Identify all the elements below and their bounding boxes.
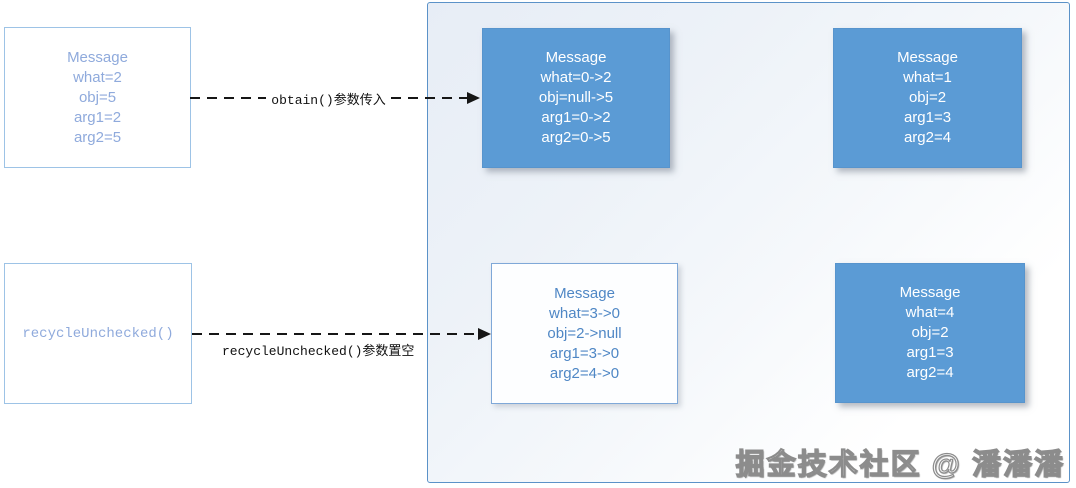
- recycle-arrow: [192, 326, 491, 342]
- watermark-text: 掘金技术社区 @ 潘潘潘: [735, 448, 1065, 481]
- box-field-arg2: arg2=5: [73, 128, 122, 146]
- box-field-arg1: arg1=0->2: [541, 109, 611, 126]
- dashed-line: [390, 96, 468, 100]
- pool-message-box-4: Message what=4 obj=2 arg1=3 arg2=4: [835, 263, 1025, 403]
- pool-message-box-recycled: Message what=3->0 obj=2->null arg1=3->0 …: [491, 263, 678, 404]
- box-title: Message: [67, 48, 128, 66]
- box-field-what: what=0->2: [540, 69, 612, 86]
- box-field-what: what=3->0: [549, 304, 620, 322]
- recycle-unchecked-label: recycleUnchecked(): [22, 325, 174, 342]
- obtain-arrow-label: obtain()参数传入: [271, 92, 386, 108]
- box-field-arg2: arg2=4->0: [549, 364, 620, 382]
- box-field-arg2: arg2=4: [903, 129, 952, 146]
- recycle-arrow-label: recycleUnchecked()参数置空: [222, 344, 415, 359]
- box-field-what: what=1: [903, 69, 952, 86]
- box-field-obj: obj=2: [908, 89, 947, 106]
- box-title: Message: [899, 284, 961, 301]
- box-title: Message: [545, 49, 607, 66]
- box-field-obj: obj=2: [911, 324, 949, 341]
- obtain-arrow: obtain()参数传入: [190, 90, 481, 108]
- arrowhead-right-icon: [478, 328, 491, 340]
- source-message-box: Message what=2 obj=5 arg1=2 arg2=5: [4, 27, 191, 168]
- box-field-what: what=4: [905, 304, 955, 321]
- box-field-arg2: arg2=0->5: [541, 129, 611, 146]
- box-field-arg1: arg1=3->0: [549, 344, 620, 362]
- dashed-line: [190, 96, 267, 100]
- box-title: Message: [554, 284, 615, 302]
- box-field-arg1: arg1=3: [906, 344, 954, 361]
- box-field-arg2: arg2=4: [906, 364, 954, 381]
- box-field-arg1: arg1=2: [73, 108, 122, 126]
- box-field-arg1: arg1=3: [903, 109, 952, 126]
- box-field-obj: obj=5: [78, 88, 117, 106]
- box-field-obj: obj=null->5: [538, 89, 614, 106]
- box-field-obj: obj=2->null: [547, 324, 622, 342]
- pool-message-box-obtained: Message what=0->2 obj=null->5 arg1=0->2 …: [482, 28, 670, 168]
- dashed-line: [192, 332, 478, 336]
- pool-message-box-1: Message what=1 obj=2 arg1=3 arg2=4: [833, 28, 1022, 168]
- arrowhead-right-icon: [467, 92, 481, 104]
- recycle-unchecked-box: recycleUnchecked(): [4, 263, 192, 404]
- box-field-what: what=2: [73, 68, 122, 86]
- box-title: Message: [897, 49, 958, 66]
